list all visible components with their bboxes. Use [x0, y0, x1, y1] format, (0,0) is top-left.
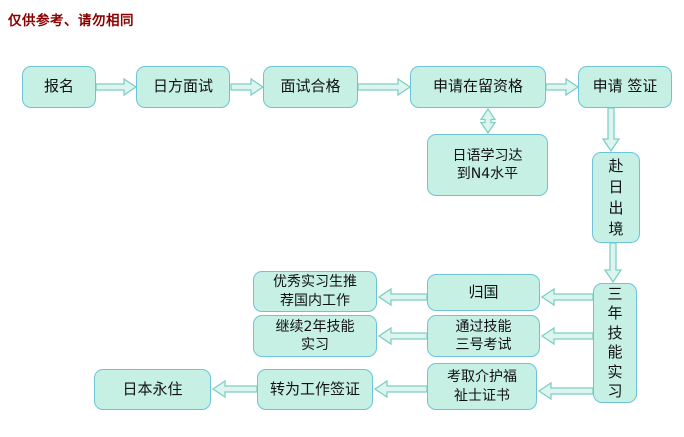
node-apply-visa: 申请 签证: [578, 66, 672, 108]
node-excellent-intern: 优秀实习生推荐国内工作: [253, 271, 377, 312]
flow-arrow-caregiver_cert-to-work_visa: [373, 379, 428, 399]
node-label: 日语学习达到N4水平: [452, 147, 523, 182]
node-label: 日方面试: [152, 77, 213, 96]
node-continue-2yr: 继续2年技能实习: [253, 315, 377, 357]
flow-arrow-skill_exam_3-to-continue_2yr: [377, 326, 428, 346]
flow-arrow-go_japan-to-three_year: [603, 242, 623, 284]
node-label: 报名: [43, 77, 74, 96]
node-japan-permanent: 日本永住: [94, 369, 211, 410]
flow-arrow-interview_pass-to-apply_residence: [357, 77, 412, 97]
node-label: 日本永住: [122, 379, 183, 398]
flow-arrow-three_year-to-skill_exam_3: [540, 326, 594, 346]
flow-arrow-three_year-to-return_home: [540, 287, 594, 307]
node-label: 申请 签证: [592, 77, 658, 96]
node-return-home: 归国: [427, 274, 540, 311]
node-label: 继续2年技能实习: [275, 318, 355, 353]
flow-arrow-apply_visa-to-go_japan: [601, 107, 621, 153]
node-label: 面试合格: [280, 77, 341, 96]
flow-arrow-apply_residence-to-apply_visa: [545, 77, 580, 97]
node-label: 优秀实习生推荐国内工作: [273, 274, 357, 309]
flow-arrow-work_visa-to-japan_permanent: [211, 379, 258, 399]
node-three-year-internship: 三年技能实习: [593, 283, 637, 403]
node-caregiver-cert: 考取介护福祉士证书: [427, 363, 537, 410]
node-apply-residence: 申请在留资格: [410, 66, 546, 108]
flow-arrow-three_year-to-caregiver_cert: [537, 381, 594, 401]
node-skill-exam-3: 通过技能三号考试: [427, 315, 540, 357]
node-label: 赴日出境: [608, 156, 624, 238]
node-interview-pass: 面试合格: [263, 66, 358, 108]
flow-arrow-signup-to-jp_interview: [95, 77, 138, 97]
flow-arrow-apply_residence-to-n4_level: [479, 107, 497, 135]
node-go-japan: 赴日出境: [592, 152, 640, 243]
node-work-visa: 转为工作签证: [257, 369, 373, 410]
node-label: 转为工作签证: [269, 379, 360, 398]
flow-arrow-return_home-to-excellent_intern: [377, 287, 428, 307]
node-label: 归国: [468, 282, 499, 301]
node-label: 考取介护福祉士证书: [447, 369, 517, 404]
node-n4-level: 日语学习达到N4水平: [427, 134, 548, 196]
node-label: 三年技能实习: [607, 284, 623, 401]
node-label: 通过技能三号考试: [455, 318, 512, 353]
node-jp-interview: 日方面试: [136, 66, 230, 108]
flow-arrow-jp_interview-to-interview_pass: [230, 77, 265, 97]
node-signup: 报名: [22, 66, 96, 108]
page-title: 仅供参考、请勿相同: [8, 13, 134, 29]
node-label: 申请在留资格: [432, 77, 523, 96]
